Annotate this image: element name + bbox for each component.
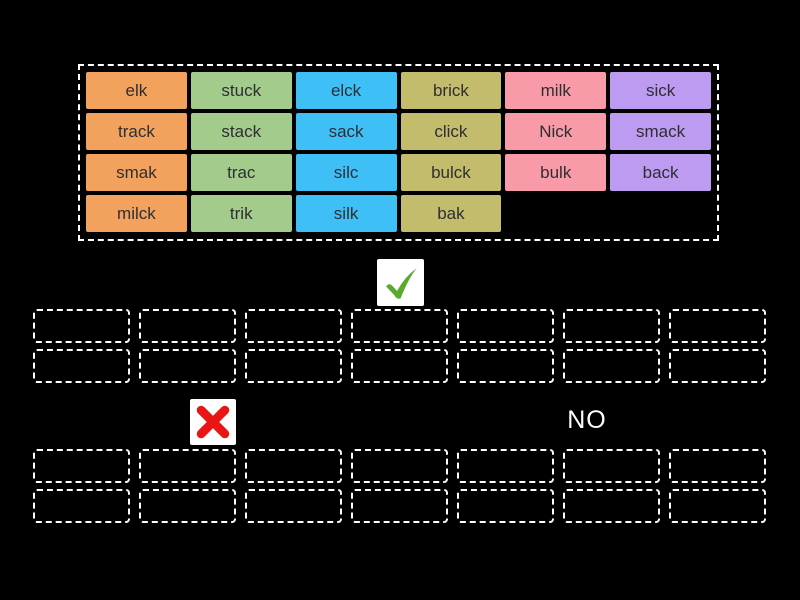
drop-slot[interactable] (33, 309, 130, 343)
drop-slot[interactable] (351, 489, 448, 523)
drop-slot[interactable] (245, 489, 342, 523)
word-tile[interactable]: elk (86, 72, 187, 109)
word-tile[interactable]: milck (86, 195, 187, 232)
word-tile[interactable]: elck (295, 72, 397, 109)
word-tile[interactable]: smack (610, 113, 711, 150)
check-glyph (385, 267, 417, 299)
word-tile[interactable]: track (86, 113, 187, 150)
word-tile[interactable]: brick (400, 72, 502, 109)
word-tile[interactable]: trik (190, 195, 292, 232)
drop-slot[interactable] (139, 449, 236, 483)
drop-slot[interactable] (351, 449, 448, 483)
drop-slot[interactable] (351, 349, 448, 383)
drop-slot[interactable] (351, 309, 448, 343)
drop-slot[interactable] (563, 309, 660, 343)
word-tile[interactable]: stack (190, 113, 292, 150)
drop-slot[interactable] (669, 449, 766, 483)
word-tile[interactable]: bulck (400, 154, 502, 191)
drop-slot[interactable] (457, 449, 554, 483)
drop-slot[interactable] (245, 309, 342, 343)
word-tile[interactable]: silc (295, 154, 397, 191)
word-tile[interactable]: sack (295, 113, 397, 150)
drop-slot[interactable] (669, 349, 766, 383)
word-tile[interactable]: milk (505, 72, 607, 109)
drop-slot[interactable] (457, 489, 554, 523)
word-tile[interactable]: bulk (505, 154, 607, 191)
cross-glyph (196, 405, 230, 439)
drop-slot[interactable] (33, 449, 130, 483)
word-tile[interactable]: back (610, 154, 711, 191)
drop-slot[interactable] (457, 309, 554, 343)
drop-slot[interactable] (563, 349, 660, 383)
drop-slot[interactable] (245, 449, 342, 483)
word-tile[interactable]: smak (86, 154, 187, 191)
check-icon (377, 259, 424, 306)
drop-slot[interactable] (139, 309, 236, 343)
group-slots-incorrect (33, 449, 766, 523)
word-tile[interactable]: bak (400, 195, 502, 232)
drop-slot[interactable] (669, 489, 766, 523)
group-slots-correct (33, 309, 766, 383)
drop-slot[interactable] (669, 309, 766, 343)
group-label-no: NO (567, 406, 607, 434)
drop-slot[interactable] (457, 349, 554, 383)
word-tile[interactable]: sick (610, 72, 711, 109)
word-tile[interactable]: click (400, 113, 502, 150)
drop-slot[interactable] (245, 349, 342, 383)
drop-slot[interactable] (139, 489, 236, 523)
word-tile[interactable]: trac (190, 154, 292, 191)
drop-slot[interactable] (33, 349, 130, 383)
cross-icon (190, 399, 236, 445)
drop-slot[interactable] (563, 449, 660, 483)
word-tile[interactable]: Nick (505, 113, 607, 150)
drop-slot[interactable] (33, 489, 130, 523)
drop-slot[interactable] (563, 489, 660, 523)
word-tile[interactable]: silk (295, 195, 397, 232)
word-tile[interactable]: stuck (190, 72, 292, 109)
drop-slot[interactable] (139, 349, 236, 383)
